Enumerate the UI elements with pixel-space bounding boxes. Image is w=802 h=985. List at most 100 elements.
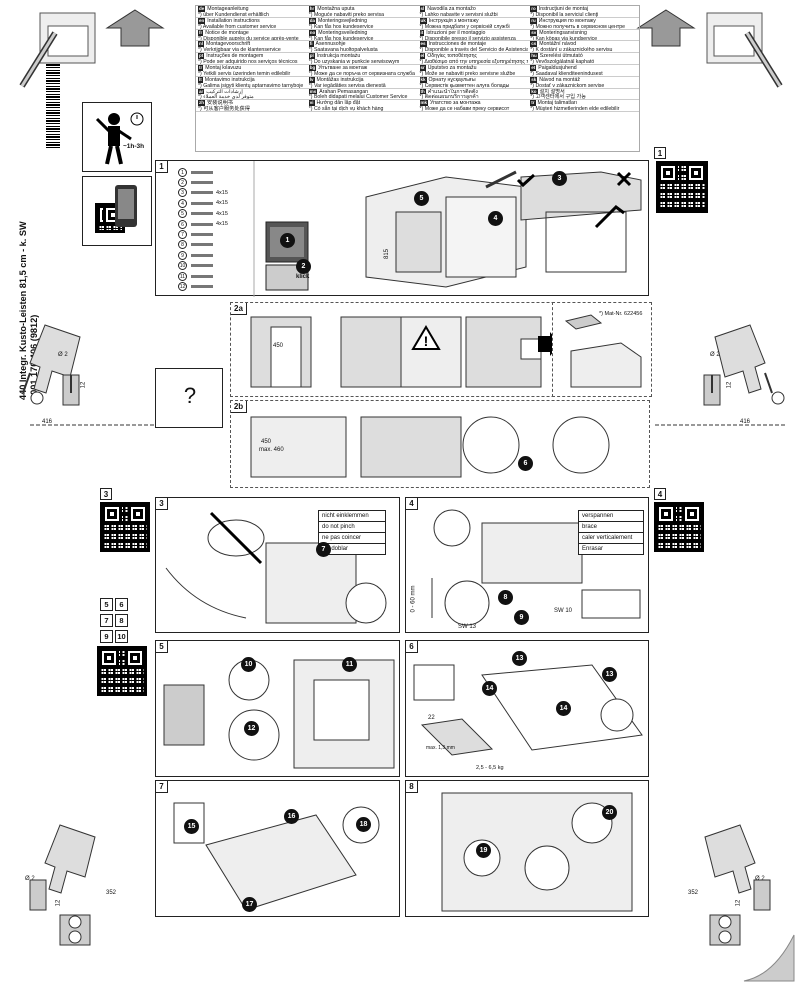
step-14a-circle: 14 bbox=[482, 681, 497, 696]
language-code: lv bbox=[308, 76, 315, 83]
up-arrow-icon-left bbox=[105, 9, 165, 47]
door-fixing-drawing bbox=[173, 802, 380, 911]
pencil-marking-icon-right bbox=[706, 12, 783, 88]
language-title: 설치 설명서 bbox=[539, 88, 565, 95]
dia2-label-left-bottom: Ø 2 bbox=[25, 876, 35, 882]
language-note: *) Yetkili servis üzerinden temin edileb… bbox=[198, 70, 291, 77]
language-title: Uputstvo za montažu bbox=[427, 64, 477, 71]
language-title: Орнату нұсқаулығы bbox=[428, 76, 476, 83]
step-2-circle: 2 bbox=[296, 259, 311, 274]
language-note: *) Var iegādāties servisa dienestā bbox=[308, 82, 386, 89]
panel-7: 7 15 16 17 18 bbox=[155, 780, 400, 917]
tall-cabinet-drawing bbox=[250, 416, 610, 478]
qr-index-5: 5 bbox=[100, 598, 113, 611]
step-20-circle: 20 bbox=[602, 805, 617, 820]
language-note: *) Lahko nabavite v servisni službi bbox=[419, 11, 498, 18]
installer-time-box: ~1h-3h bbox=[82, 102, 152, 172]
language-code: sv bbox=[530, 29, 538, 36]
dim-416-right: 416 bbox=[740, 419, 751, 425]
language-code: ru bbox=[530, 17, 537, 24]
qr-code-1[interactable] bbox=[656, 161, 708, 213]
language-title: Navodila za montažo bbox=[427, 6, 476, 12]
qr-index-9: 9 bbox=[100, 630, 113, 643]
pinch-note-es: No doblar bbox=[322, 546, 349, 552]
parts-list-item: 1 bbox=[178, 167, 250, 177]
language-title: Monteringsanvisning bbox=[539, 29, 587, 36]
panel-1-number: 1 bbox=[156, 161, 168, 173]
step-11-circle: 11 bbox=[342, 657, 357, 672]
hose-routing-drawing bbox=[165, 511, 387, 624]
language-note: *) Vevőszolgálatnál kapható bbox=[530, 59, 595, 65]
language-code: no bbox=[308, 29, 317, 36]
door-panel-drawing bbox=[163, 659, 395, 769]
part-number-circle: 4 bbox=[178, 198, 187, 208]
language-note: *) Kan fås hos kundeservice bbox=[308, 23, 374, 30]
language-note: *) Do uzyskania w punkcie serwisowym bbox=[308, 59, 400, 65]
up-arrow-icon-right bbox=[636, 9, 696, 47]
part-number-circle: 10 bbox=[178, 261, 187, 271]
step-5-circle: 5 bbox=[414, 191, 429, 206]
language-note: *) Dostať v zákaznickom servise bbox=[530, 82, 605, 89]
language-note: *) über Kundendienst erhältlich bbox=[198, 11, 269, 18]
language-code: ro bbox=[530, 6, 537, 12]
brace-note-es: Enrasar bbox=[582, 546, 604, 552]
language-title: Instrucţiuni de montaj bbox=[538, 6, 589, 12]
language-title: Notice de montage bbox=[205, 29, 249, 36]
dim-22-label: 22 bbox=[428, 715, 435, 721]
panel-5: 5 10 11 12 bbox=[155, 640, 400, 777]
part-number-circle: 9 bbox=[178, 250, 187, 260]
part-shape-icon bbox=[191, 233, 213, 237]
part-shape-icon bbox=[191, 181, 213, 185]
qr-code-3[interactable] bbox=[100, 502, 150, 552]
panel-2b-number: 2b bbox=[231, 401, 247, 413]
language-note: *) Saatavana huoltopalvelusta bbox=[308, 47, 378, 54]
qr-code-4[interactable] bbox=[654, 502, 704, 552]
step-9-circle: 9 bbox=[514, 610, 529, 625]
part-shape-icon bbox=[191, 274, 213, 278]
qr-code-5-10[interactable] bbox=[97, 646, 147, 696]
language-code: lt bbox=[198, 76, 203, 83]
panel-6-number: 6 bbox=[406, 641, 418, 653]
height-815-label: 815 bbox=[384, 248, 391, 260]
panel-3: 3 nicht einklemmen do not pinch ne pas c… bbox=[155, 497, 400, 633]
part-number-circle: 2 bbox=[178, 178, 187, 188]
step-17-circle: 17 bbox=[242, 897, 257, 912]
language-title: Asennusohje bbox=[315, 41, 346, 48]
language-title: Montaj kılavuzu bbox=[205, 64, 242, 71]
part-number-circle: 8 bbox=[178, 240, 187, 250]
part-shape-icon bbox=[191, 201, 213, 205]
part-number-circle: 7 bbox=[178, 230, 187, 240]
part-shape-icon bbox=[191, 222, 213, 226]
language-note: *) Disponible auprès du service après-ve… bbox=[198, 35, 299, 42]
dim-416-left: 416 bbox=[42, 419, 53, 425]
language-note: *) Boleh didapati melalui Customer Servi… bbox=[308, 94, 408, 101]
language-code: zh bbox=[198, 100, 205, 107]
pinch-note: nicht einklemmen do not pinch ne pas coi… bbox=[318, 510, 386, 555]
language-title: Instrukcja montażu bbox=[316, 53, 361, 60]
mat-nr-label: *) Mat-Nr. 622456 bbox=[599, 311, 643, 317]
language-note: *) ติดต่อแผนกบริการลูกค้า bbox=[419, 94, 479, 101]
dimension-line-416-right bbox=[655, 424, 785, 426]
depth12-label-left-bottom: 12 bbox=[55, 899, 62, 907]
language-code: kk bbox=[419, 76, 427, 83]
panel-5-number: 5 bbox=[156, 641, 168, 653]
part-shape-icon bbox=[191, 264, 213, 268]
language-note: *) Сервистік қызметтен алуға болады bbox=[419, 82, 510, 89]
pinch-note-fr: ne pas coincer bbox=[319, 533, 385, 544]
check-icon bbox=[516, 173, 536, 188]
